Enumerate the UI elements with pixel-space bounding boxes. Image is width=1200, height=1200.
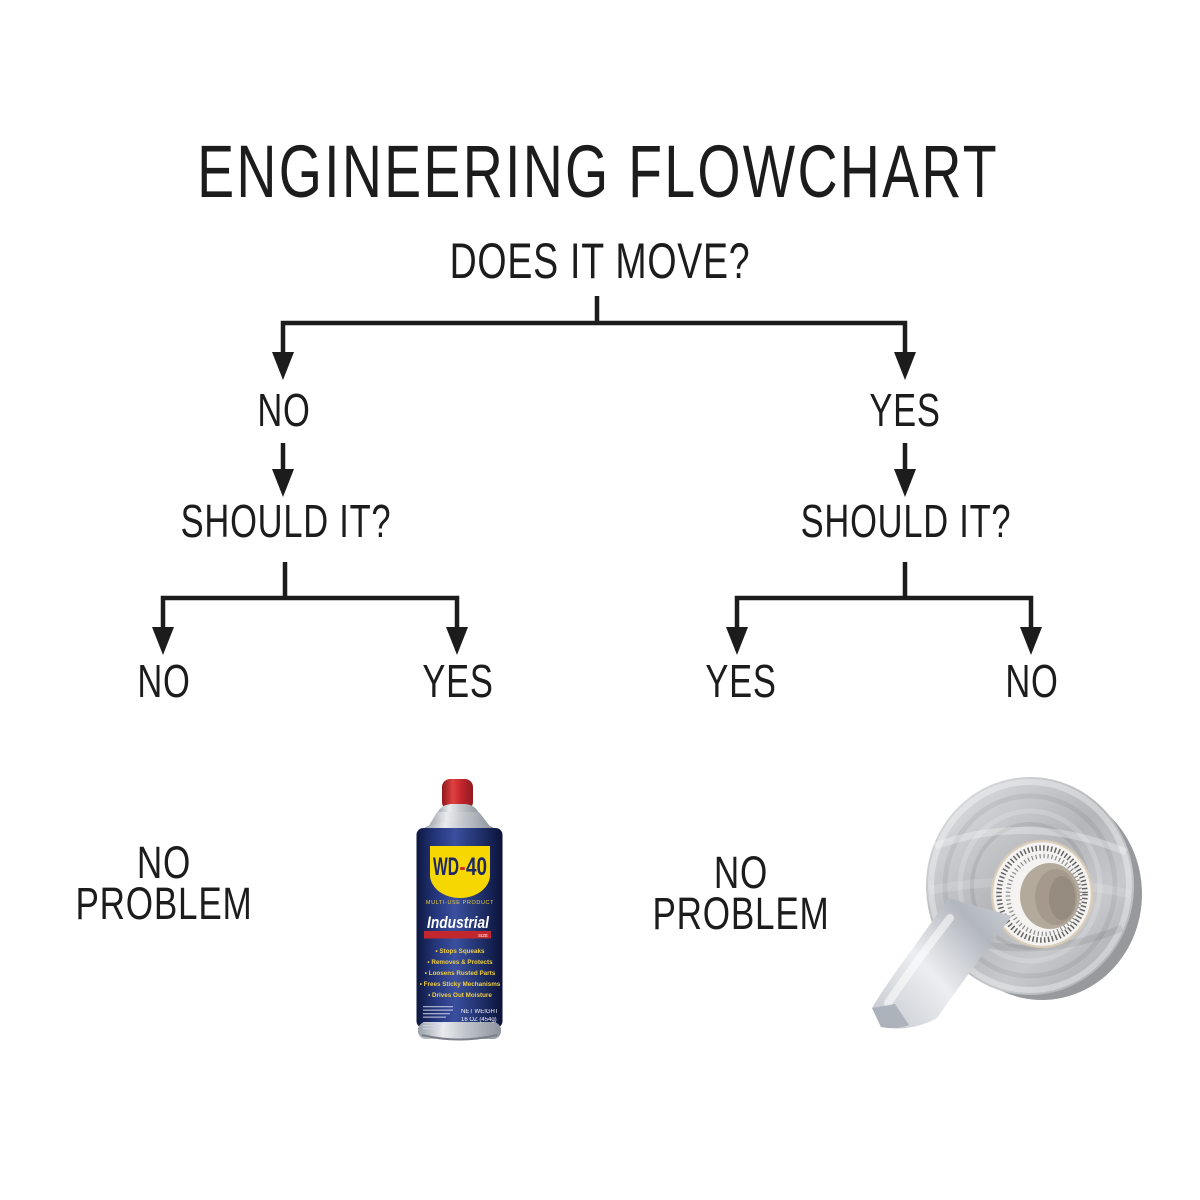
branch-label-should-right-yes: YES (705, 655, 777, 707)
arrow-down-icon (1020, 627, 1042, 655)
arrow-down-icon (152, 627, 174, 655)
wd40-tagline: MULTI-USE PRODUCT (426, 900, 494, 906)
wd40-bottom-rim (418, 1022, 501, 1039)
question-should-it-right: SHOULD IT? (800, 495, 1012, 547)
duct-tape-strip-highlight (884, 914, 954, 1007)
branch-label-should-left-no: NO (137, 655, 191, 707)
outcome-line: NO (136, 837, 192, 888)
arrow-down-icon (446, 627, 468, 655)
wd40-size-label: SIZE (478, 933, 488, 938)
wd40-red-banner (424, 931, 491, 939)
arrow-down-icon (272, 469, 294, 497)
wd40-fine-print (423, 1006, 453, 1030)
duct-tape-strip (872, 898, 1012, 1029)
wd40-logo-40: 40 (466, 853, 487, 881)
wd40-can-illustration: WD - 40 MULTI-USE PRODUCT Industrial SIZ… (416, 779, 503, 1041)
outcome-no-problem-right: NO PROBLEM (627, 847, 854, 939)
branch-label-should-right-no: NO (1005, 655, 1059, 707)
wd40-logo-hyphen: - (460, 853, 466, 881)
level2-right-branch-line (734, 595, 1034, 631)
wd40-bottom-edge (421, 1034, 498, 1041)
branch-label-move-no: NO (257, 384, 311, 436)
outcome-no-problem-left: NO PROBLEM (50, 837, 277, 929)
branch-label-move-yes: YES (869, 384, 941, 436)
arrow-down-icon (726, 627, 748, 655)
outcome-line: PROBLEM (75, 878, 253, 929)
wd40-feature-item: • Drives Out Moisture (428, 992, 492, 999)
wd40-net-weight-line2: 16 OZ (454g) (461, 1017, 497, 1023)
duct-tape-strip-curl (872, 1004, 909, 1029)
branch-label-should-left-yes: YES (422, 655, 494, 707)
arrow-down-icon (272, 352, 294, 380)
flowchart-arrowheads (152, 352, 1042, 655)
wd40-logo-wd: WD (433, 853, 459, 881)
arrow-down-icon (894, 469, 916, 497)
outcome-line: NO (713, 847, 769, 898)
wd40-feature-item: • Loosens Rusted Parts (425, 970, 496, 977)
wd40-shield (430, 846, 490, 898)
wd40-cap (442, 779, 473, 810)
page-title: ENGINEERING FLOWCHART (197, 130, 999, 213)
question-should-it-left: SHOULD IT? (180, 495, 392, 547)
wd40-net-weight-line1: NET WEIGHT (461, 1009, 499, 1015)
flowchart-connectors (160, 296, 1034, 631)
wd40-feature-item: • Frees Sticky Mechanisms (420, 981, 501, 988)
wd40-feature-list: • Stops Squeaks • Removes & Protects • L… (420, 948, 501, 999)
outcome-line: PROBLEM (652, 888, 830, 939)
arrow-down-icon (894, 352, 916, 380)
wd40-feature-item: • Stops Squeaks (435, 948, 485, 955)
duct-tape-core-edge (990, 839, 1094, 949)
wd40-variant-label: Industrial (427, 913, 490, 932)
duct-tape-illustration (872, 777, 1142, 1029)
level2-left-branch-line (160, 595, 460, 631)
root-question: DOES IT MOVE? (449, 233, 751, 289)
duct-tape-core-print (996, 845, 1088, 943)
wd40-feature-item: • Removes & Protects (427, 959, 493, 966)
level1-branch-line (280, 320, 908, 356)
duct-tape-hole-deep-shadow (1049, 876, 1075, 920)
